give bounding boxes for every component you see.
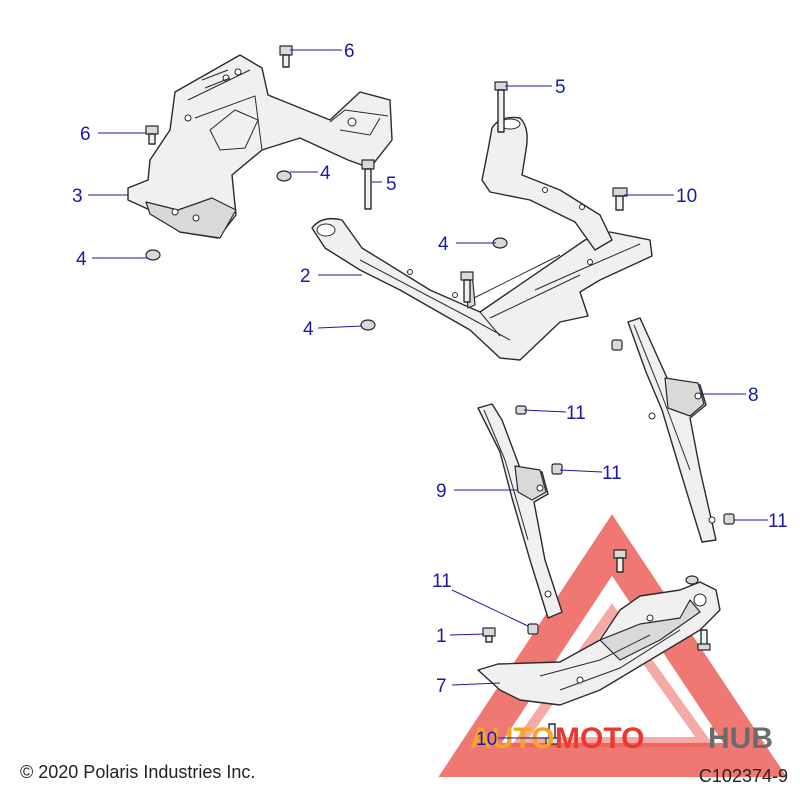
callout-4-a: 4 bbox=[320, 163, 331, 184]
callout-11-d: 11 bbox=[432, 571, 452, 592]
callout-10-upper: 10 bbox=[676, 186, 697, 207]
nut-8-spacer bbox=[611, 339, 623, 351]
watermark-text-hub: HUB bbox=[708, 722, 773, 755]
callout-11-b: 11 bbox=[602, 463, 622, 484]
part-2-upright-mount bbox=[481, 116, 613, 251]
bolt-10-upper bbox=[612, 187, 628, 211]
callout-3: 3 bbox=[72, 186, 83, 207]
callout-4-d: 4 bbox=[303, 319, 314, 340]
bolt-crossmember bbox=[460, 271, 474, 303]
callout-1: 1 bbox=[436, 626, 447, 647]
part-8-right-brace bbox=[627, 317, 717, 543]
part-3-front-bracket bbox=[127, 54, 393, 239]
callout-8: 8 bbox=[748, 385, 759, 406]
callout-9: 9 bbox=[436, 481, 447, 502]
callout-6-top: 6 bbox=[344, 41, 355, 62]
bolt-6-top bbox=[279, 45, 293, 68]
bolt-7-right bbox=[697, 629, 711, 651]
copyright-text: © 2020 Polaris Industries Inc. bbox=[20, 762, 256, 782]
callout-2: 2 bbox=[300, 266, 311, 287]
callout-6-left: 6 bbox=[80, 124, 91, 145]
callout-11-a: 11 bbox=[566, 403, 586, 424]
part-9-left-brace bbox=[477, 403, 563, 619]
callout-4-c: 4 bbox=[438, 234, 449, 255]
watermark-text-moto: MOTO bbox=[555, 722, 644, 755]
leader-lines bbox=[88, 49, 768, 739]
part-7-lower-brace bbox=[477, 575, 721, 706]
callout-5-b: 5 bbox=[386, 174, 397, 195]
callout-10-lower: 10 bbox=[476, 729, 497, 750]
bolt-5-lower bbox=[361, 159, 375, 210]
bolt-10-lower bbox=[545, 723, 559, 745]
callout-labels: 6 6 3 4 4 5 5 4 10 2 4 8 11 11 9 11 11 1… bbox=[72, 41, 788, 750]
bolt-1 bbox=[482, 627, 496, 643]
bolt-7-top bbox=[613, 549, 627, 573]
callout-11-c: 11 bbox=[768, 511, 788, 532]
callout-7: 7 bbox=[436, 676, 447, 697]
callout-5-a: 5 bbox=[555, 77, 566, 98]
callout-4-b: 4 bbox=[76, 249, 87, 270]
bolt-6-left bbox=[145, 125, 159, 145]
nut-11 bbox=[515, 405, 735, 635]
diagram-id-text: C102374-9 bbox=[698, 766, 788, 786]
